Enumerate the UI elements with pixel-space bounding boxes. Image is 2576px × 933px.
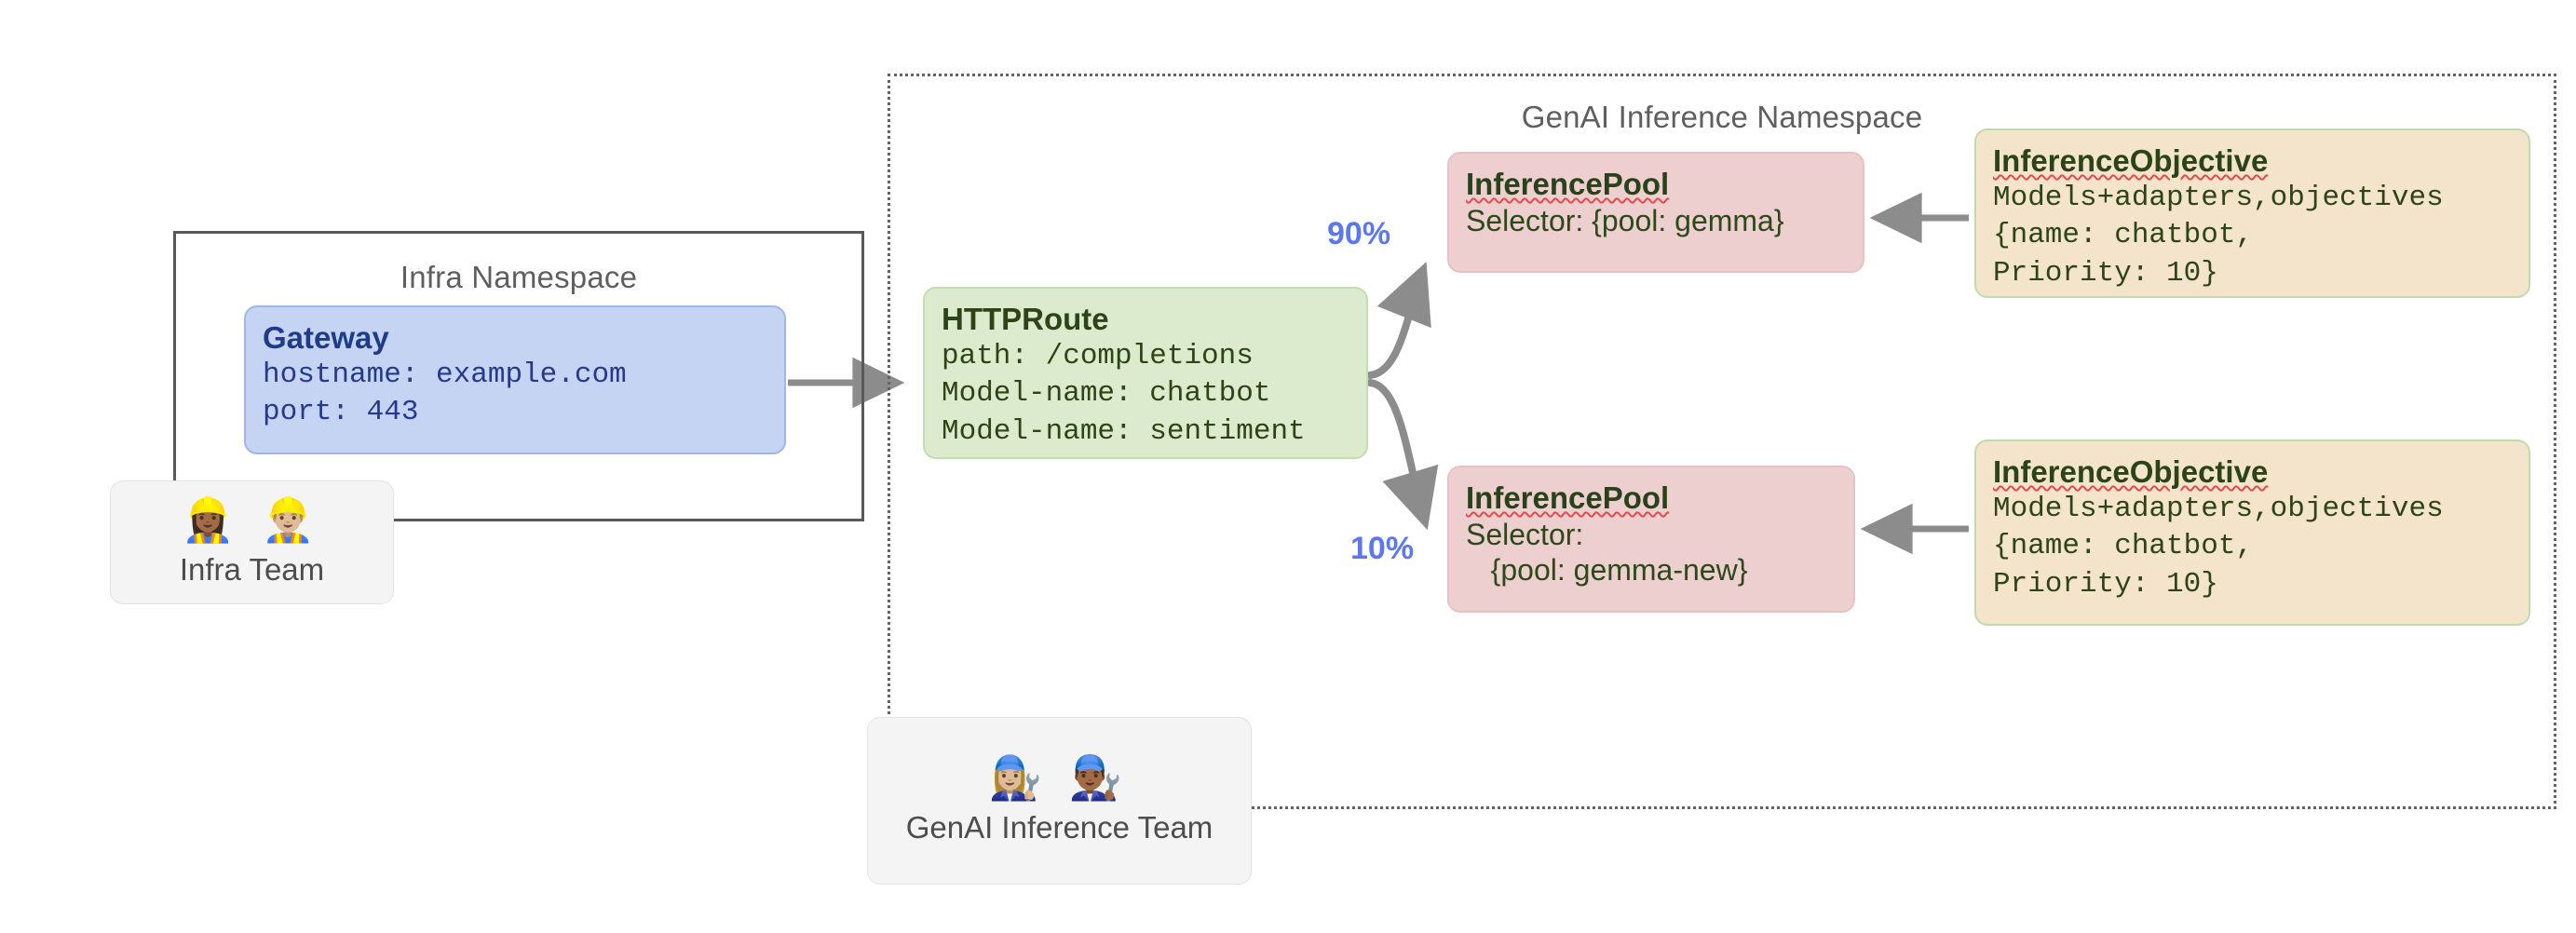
card-inferenceobjective-bottom-title: InferenceObjective <box>1993 454 2269 489</box>
namespace-infra-title: Infra Namespace <box>400 260 638 294</box>
card-inferencepool-gemma-new-body: Selector: {pool: gemma-new} <box>1466 517 1748 588</box>
mechanic-icon: 👩🏼‍🔧 👨🏾‍🔧 <box>988 753 1131 802</box>
card-inferencepool-gemma-body: Selector: {pool: gemma} <box>1466 203 1784 237</box>
namespace-genai: GenAI Inference Namespace <box>888 74 2556 809</box>
card-inferencepool-gemma[interactable]: InferencePool Selector: {pool: gemma} <box>1447 152 1864 273</box>
card-inferenceobjective-bottom-body: Models+adapters,objectives {name: chatbo… <box>1993 492 2444 601</box>
team-badge-genai[interactable]: 👩🏼‍🔧 👨🏾‍🔧 GenAI Inference Team <box>867 717 1252 885</box>
card-inferenceobjective-top-body: Models+adapters,objectives {name: chatbo… <box>1993 181 2444 290</box>
construction-worker-icon: 👷🏾‍♀️ 👷🏼‍♂️ <box>181 494 323 544</box>
card-inferencepool-gemma-title: InferencePool <box>1466 167 1670 201</box>
traffic-split-label-90: 90% <box>1327 216 1391 251</box>
card-httproute[interactable]: HTTPRoute path: /completions Model-name:… <box>923 287 1368 459</box>
card-inferenceobjective-top[interactable]: InferenceObjective Models+adapters,objec… <box>1974 128 2530 298</box>
namespace-genai-title: GenAI Inference Namespace <box>1521 100 1923 134</box>
card-httproute-body: path: /completions Model-name: chatbot M… <box>942 339 1306 448</box>
card-gateway[interactable]: Gateway hostname: example.com port: 443 <box>244 305 786 454</box>
card-gateway-body: hostname: example.com port: 443 <box>263 358 627 429</box>
team-badge-genai-label: GenAI Inference Team <box>905 810 1213 845</box>
card-httproute-title: HTTPRoute <box>942 302 1109 336</box>
card-inferenceobjective-top-title: InferenceObjective <box>1993 143 2269 178</box>
card-inferencepool-gemma-new-title: InferencePool <box>1466 480 1670 515</box>
card-gateway-title: Gateway <box>263 320 389 355</box>
card-inferencepool-gemma-new[interactable]: InferencePool Selector: {pool: gemma-new… <box>1447 466 1855 613</box>
card-inferenceobjective-bottom[interactable]: InferenceObjective Models+adapters,objec… <box>1974 439 2530 626</box>
team-badge-infra[interactable]: 👷🏾‍♀️ 👷🏼‍♂️ Infra Team <box>110 480 394 604</box>
traffic-split-label-10: 10% <box>1350 531 1415 566</box>
team-badge-infra-label: Infra Team <box>179 551 325 587</box>
